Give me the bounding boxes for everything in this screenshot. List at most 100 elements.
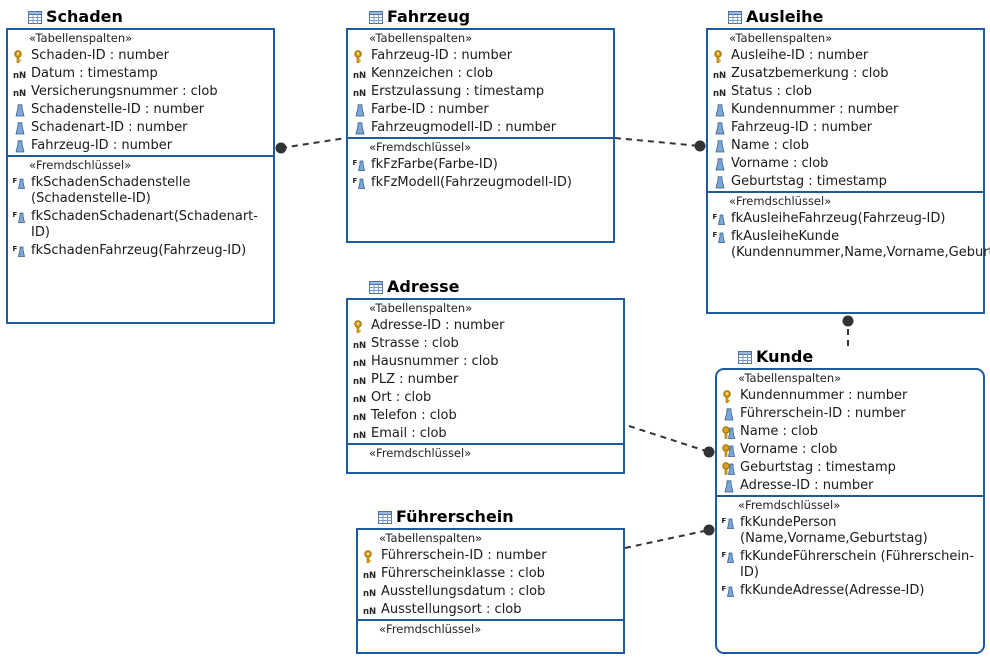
column-row[interactable]: Fahrzeugmodell-ID : number	[348, 119, 613, 137]
svg-text:F: F	[13, 245, 18, 253]
table-name: Ausleihe	[746, 7, 824, 26]
not-null-icon: nN	[353, 392, 367, 405]
column-label: Kundennummer : number	[731, 102, 899, 117]
relationship-line-fahrzeug-ausleihe[interactable]	[614, 137, 701, 147]
svg-text:nN: nN	[353, 377, 366, 387]
columns-stereotype: «Tabellenspalten»	[369, 301, 473, 315]
column-row[interactable]: Adresse-ID : number	[348, 317, 623, 335]
primary-key-icon	[722, 390, 736, 404]
table-title-ausleihe[interactable]: Ausleihe	[728, 6, 823, 28]
column-row[interactable]: Kundennummer : number	[717, 387, 983, 405]
column-row[interactable]: Vorname : clob	[708, 155, 983, 173]
column-row[interactable]: Schadenart-ID : number	[8, 119, 273, 137]
column-label: Schadenstelle-ID : number	[31, 102, 205, 117]
relationship-line-schaden-fahrzeug[interactable]	[280, 137, 347, 149]
svg-text:nN: nN	[353, 413, 366, 423]
column-row[interactable]: Ausleihe-ID : number	[708, 47, 983, 65]
column-row[interactable]: Geburtstag : timestamp	[708, 173, 983, 191]
relationship-end-dot-fuehrerschein-kunde[interactable]	[703, 524, 715, 536]
column-row[interactable]: Farbe-ID : number	[348, 101, 613, 119]
column-label: Schadenart-ID : number	[31, 120, 188, 135]
column-row[interactable]: Führerschein-ID : number	[358, 547, 623, 565]
column-row[interactable]: Führerschein-ID : number	[717, 405, 983, 423]
relationship-end-dot-fahrzeug-ausleihe[interactable]	[694, 140, 706, 152]
table-icon	[28, 8, 42, 30]
column-icon	[713, 158, 727, 171]
svg-text:nN: nN	[353, 71, 366, 81]
not-null-icon: nN	[353, 356, 367, 369]
table-title-adresse[interactable]: Adresse	[369, 276, 459, 298]
column-label: Adresse-ID : number	[371, 318, 505, 333]
column-row[interactable]: Geburtstag : timestamp	[717, 459, 983, 477]
table-title-schaden[interactable]: Schaden	[28, 6, 123, 28]
relationship-end-dot-adresse-kunde[interactable]	[703, 446, 715, 458]
foreign-key-label: fkAusleiheFahrzeug(Fahrzeug-ID)	[731, 211, 946, 226]
column-row[interactable]: Kundennummer : number	[708, 101, 983, 119]
column-label: Zusatzbemerkung : clob	[731, 66, 889, 81]
column-row[interactable]: Adresse-ID : number	[717, 477, 983, 495]
primary-key-icon	[353, 320, 367, 334]
table-title-fahrzeug[interactable]: Fahrzeug	[369, 6, 470, 28]
relationship-line-fuehrerschein-kunde[interactable]	[624, 529, 710, 549]
svg-text:nN: nN	[353, 395, 366, 405]
relationship-end-dot-schaden-fahrzeug[interactable]	[275, 142, 287, 154]
column-row[interactable]: Fahrzeug-ID : number	[708, 119, 983, 137]
column-row[interactable]: Fahrzeug-ID : number	[8, 137, 273, 155]
column-row[interactable]: Name : clob	[708, 137, 983, 155]
svg-text:F: F	[353, 177, 358, 185]
relationship-line-adresse-kunde[interactable]	[628, 425, 710, 453]
column-row[interactable]: Schaden-ID : number	[8, 47, 273, 65]
svg-text:F: F	[722, 551, 727, 559]
column-row[interactable]: Vorname : clob	[717, 441, 983, 459]
column-label: Geburtstag : timestamp	[740, 460, 896, 475]
not-null-icon: nN	[363, 604, 377, 617]
table-box-fuehrerschein[interactable]: «Tabellenspalten»Führerschein-ID : numbe…	[356, 528, 625, 654]
column-row[interactable]: Schadenstelle-ID : number	[8, 101, 273, 119]
column-label: Ausleihe-ID : number	[731, 48, 869, 63]
foreign-key-icon: F	[13, 176, 27, 189]
column-row[interactable]: nN PLZ : number	[348, 371, 623, 389]
column-row[interactable]: Name : clob	[717, 423, 983, 441]
column-label: PLZ : number	[371, 372, 459, 387]
relationship-end-dot-ausleihe-kunde[interactable]	[842, 315, 854, 327]
columns-stereotype: «Tabellenspalten»	[738, 371, 842, 385]
table-title-fuehrerschein[interactable]: Führerschein	[378, 506, 514, 528]
svg-text:F: F	[722, 585, 727, 593]
column-row[interactable]: Fahrzeug-ID : number	[348, 47, 613, 65]
svg-text:nN: nN	[353, 341, 366, 351]
table-icon	[738, 348, 752, 370]
table-title-kunde[interactable]: Kunde	[738, 346, 813, 368]
foreign-key-label: fkAusleiheKunde (Kundennummer,Name,Vorna…	[731, 229, 990, 260]
svg-text:nN: nN	[713, 89, 726, 99]
